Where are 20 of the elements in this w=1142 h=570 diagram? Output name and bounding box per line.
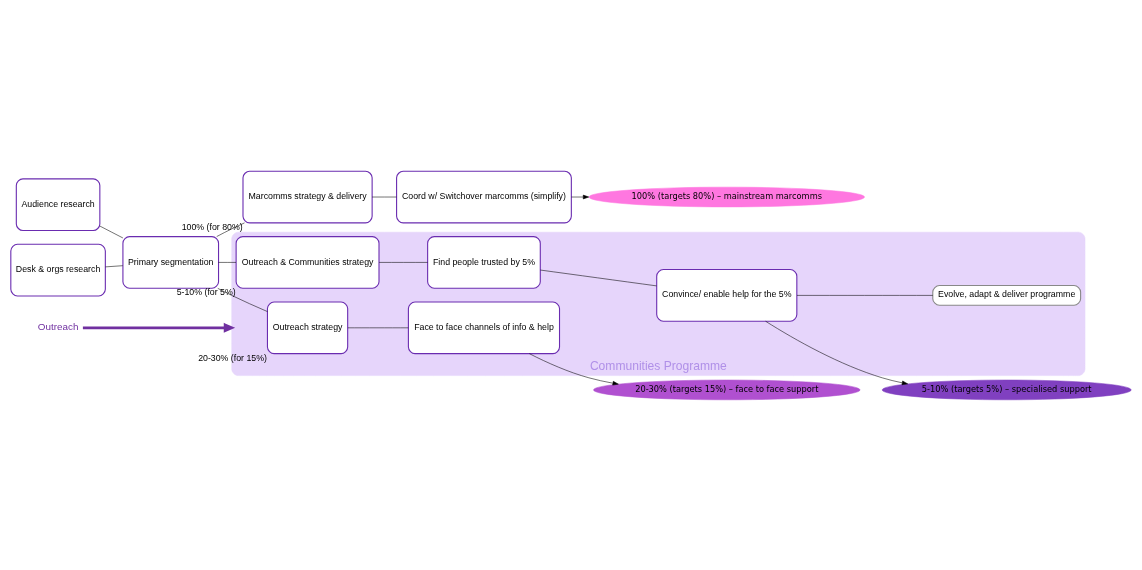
arrow xyxy=(571,194,590,199)
node-label: 20-30% (for 15%) xyxy=(198,352,267,363)
node-box: Find people trusted by 5% xyxy=(427,235,541,289)
node-box: Outreach & Communities strategy xyxy=(235,235,380,289)
arrow xyxy=(765,320,908,385)
node-box: Primary segmentation xyxy=(122,235,220,289)
node-box: Desk & orgs research xyxy=(10,243,106,296)
node-box: Coord w/ Switchover marcomms (simplify) xyxy=(396,170,572,223)
node-box: Marcomms strategy & delivery xyxy=(242,170,373,223)
node-box: Outreach strategy xyxy=(266,300,349,354)
node-text: Outreach xyxy=(37,320,79,332)
node-ellipse: 100% (targets 80%) – mainstream marcomms xyxy=(588,186,865,207)
node-box: Evolve, adapt & deliver programme xyxy=(932,284,1082,306)
node-box: Audience research xyxy=(15,177,101,231)
node-label: 100% (for 80%) xyxy=(181,221,243,232)
arrow xyxy=(82,322,236,333)
node-box: Convince/ enable help for the 5% xyxy=(656,268,798,322)
arrow xyxy=(529,352,619,385)
node-box: Face to face channels of info & help xyxy=(407,300,561,354)
node-label: 5-10% (for 5%) xyxy=(176,286,236,297)
